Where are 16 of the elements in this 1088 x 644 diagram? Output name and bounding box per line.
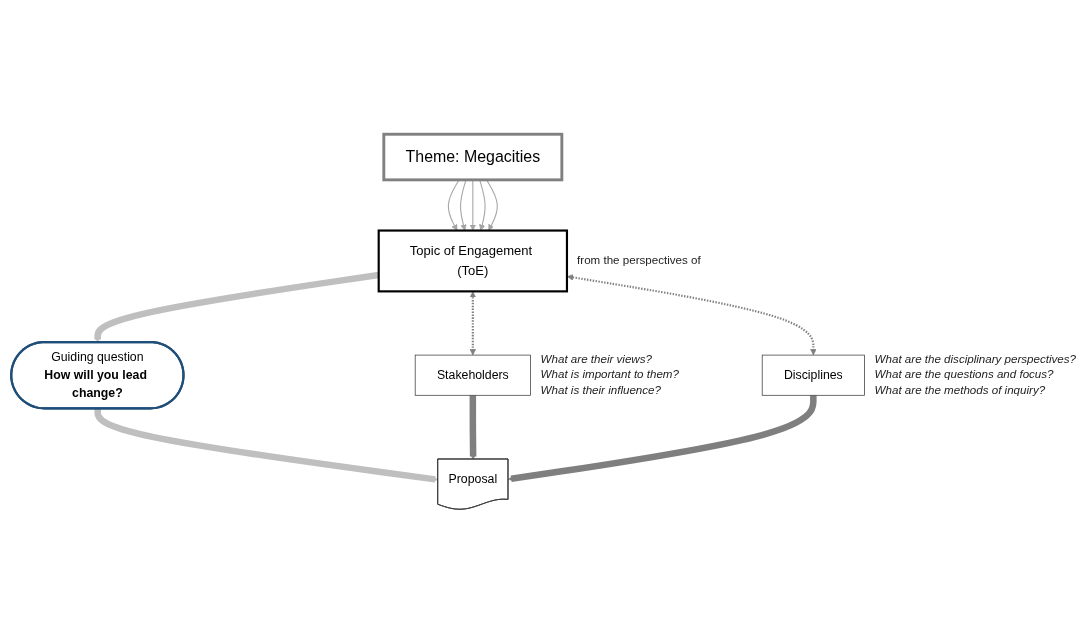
node-box: Disciplines	[761, 355, 865, 396]
arrow	[567, 274, 817, 356]
arrow	[469, 395, 477, 460]
question-text: What are their views?	[540, 353, 652, 366]
question-text: What are the disciplinary perspectives?	[874, 353, 1077, 366]
question-text: What is their influence?	[540, 383, 661, 396]
node-box: Topic of Engagement (ToE)	[377, 229, 569, 293]
node-box: Theme: Megacities	[382, 133, 564, 182]
question-text: What are the questions and focus?	[874, 368, 1054, 381]
arrow	[94, 408, 439, 483]
arrow	[94, 271, 380, 343]
arrow	[469, 291, 477, 356]
question-text: What is important to them?	[540, 368, 679, 381]
caption-text: from the perspectives of	[577, 254, 701, 267]
node-box: Stakeholders	[414, 355, 531, 396]
question-text: What are the methods of inquiry?	[874, 383, 1046, 396]
